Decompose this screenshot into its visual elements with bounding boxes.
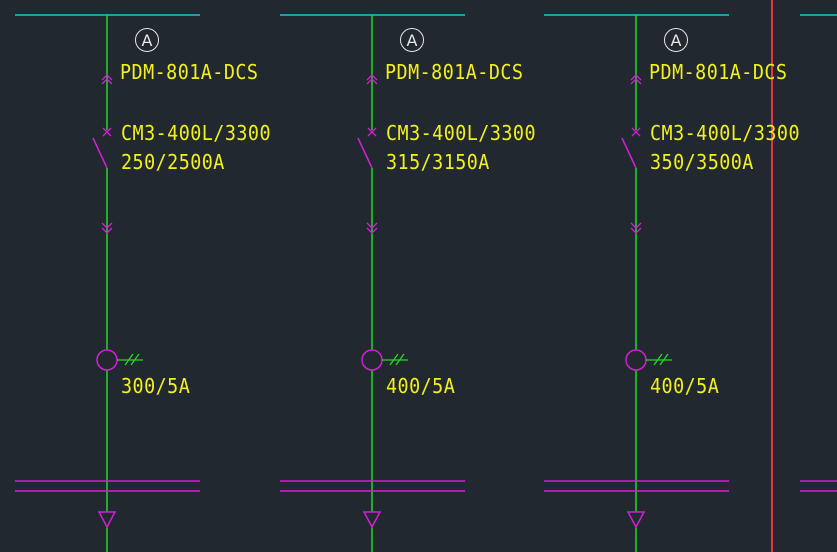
breaker-cross [631,127,641,137]
plug-contact-upper [101,74,113,81]
device-model-label: PDM-801A-DCS [120,60,259,84]
current-transformer [96,349,118,371]
plug-contact-lower [366,227,378,234]
breaker-cross [102,127,112,137]
breaker-model-label: CM3-400L/3300 [386,121,537,145]
ct-hatch [130,353,140,366]
plug-contact-lower [101,222,113,229]
ct-hatch [659,353,669,366]
feeder-marker: A [664,28,688,52]
plug-contact-lower [630,222,642,229]
plug-contact-upper [630,78,642,85]
plug-contact-upper [366,74,378,81]
breaker-blade [92,137,108,169]
plug-contact-upper [101,78,113,85]
feeder-marker: A [135,28,159,52]
plug-contact-lower [366,222,378,229]
current-transformer [625,349,647,371]
ct-ratio-label: 400/5A [386,374,456,398]
breaker-blade [357,137,373,169]
ct-hatch [389,353,399,366]
plug-contact-lower [630,227,642,234]
breaker-blade [621,137,637,169]
breaker-cross [367,127,377,137]
load-arrow [97,511,117,529]
breaker-rating-label: 350/3500A [650,150,754,174]
feeder-marker: A [400,28,424,52]
load-arrow [362,511,382,529]
device-model-label: PDM-801A-DCS [385,60,524,84]
ct-ratio-label: 300/5A [121,374,191,398]
breaker-model-label: CM3-400L/3300 [121,121,272,145]
plug-contact-upper [366,78,378,85]
current-transformer [361,349,383,371]
breaker-model-label: CM3-400L/3300 [650,121,801,145]
ct-hatch [653,353,663,366]
plug-contact-upper [630,74,642,81]
device-model-label: PDM-801A-DCS [649,60,788,84]
plug-contact-lower [101,227,113,234]
breaker-rating-label: 315/3150A [386,150,490,174]
ct-hatch [395,353,405,366]
ct-ratio-label: 400/5A [650,374,720,398]
load-arrow [626,511,646,529]
ct-hatch [124,353,134,366]
breaker-rating-label: 250/2500A [121,150,225,174]
